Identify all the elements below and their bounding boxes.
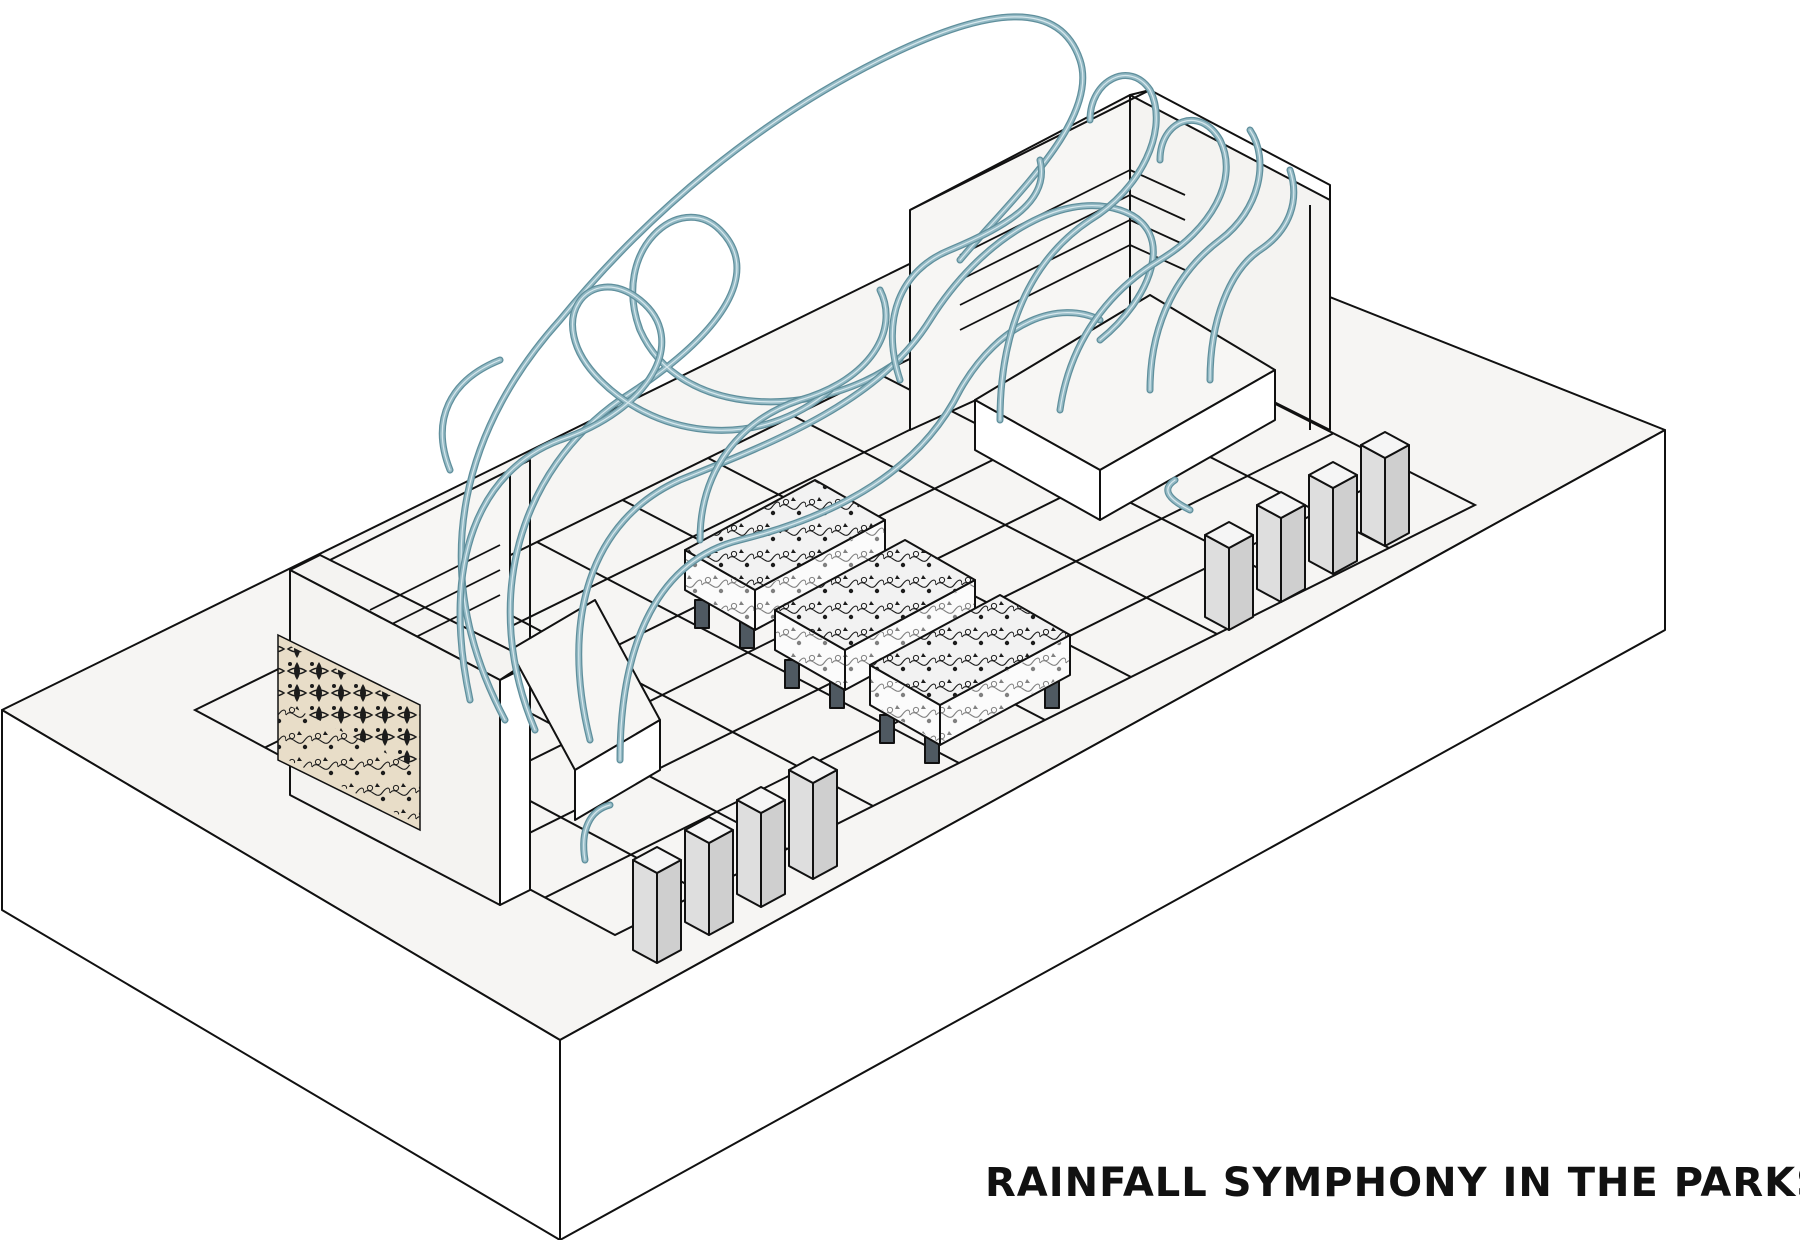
planter-leg xyxy=(879,714,895,744)
planter-leg xyxy=(694,599,710,629)
pillar xyxy=(632,846,682,964)
platform-side xyxy=(1099,369,1276,521)
pillar xyxy=(684,816,734,936)
louver-slats xyxy=(959,169,1186,331)
concrete-slab xyxy=(1,189,1666,1240)
pillar xyxy=(1308,461,1358,575)
rain-pipe xyxy=(1206,166,1298,384)
rain-pipe xyxy=(580,801,614,864)
rain-pipe xyxy=(506,214,904,734)
rain-pipe xyxy=(1056,116,1230,414)
planter-boxes xyxy=(684,479,1071,764)
slab-right-face xyxy=(559,429,1666,1240)
rain-pipe xyxy=(438,356,504,474)
pillar-group-right xyxy=(1204,431,1410,631)
rain-pipe xyxy=(575,202,1157,744)
rain-pipe xyxy=(996,72,1160,424)
pillar xyxy=(736,786,786,908)
rain-pipe-sculpture xyxy=(438,13,1298,864)
rain-pipe xyxy=(696,286,890,544)
planter xyxy=(869,594,1071,764)
slab-front-face xyxy=(1,709,561,1240)
pillar xyxy=(788,756,838,880)
diagram-title: RAINFALL SYMPHONY IN THE PARKS xyxy=(985,1160,1800,1206)
rain-pipe xyxy=(616,309,1104,764)
planter-leg xyxy=(784,659,800,689)
pillar xyxy=(1256,491,1306,603)
planter-plants xyxy=(775,540,975,650)
rain-pipe xyxy=(457,13,1087,724)
platform-side xyxy=(574,719,661,821)
rain-pipe xyxy=(1164,476,1194,514)
rain-pipe xyxy=(888,156,1045,384)
pillar xyxy=(1204,521,1254,631)
vertical-garden-panel xyxy=(277,633,421,832)
pillar-group-left xyxy=(632,756,838,964)
frame-wall-right xyxy=(909,89,1331,521)
rain-pipe xyxy=(456,283,834,704)
planter-plants xyxy=(870,595,1070,705)
rain-pipe xyxy=(1146,126,1264,394)
pillar xyxy=(1360,431,1410,547)
